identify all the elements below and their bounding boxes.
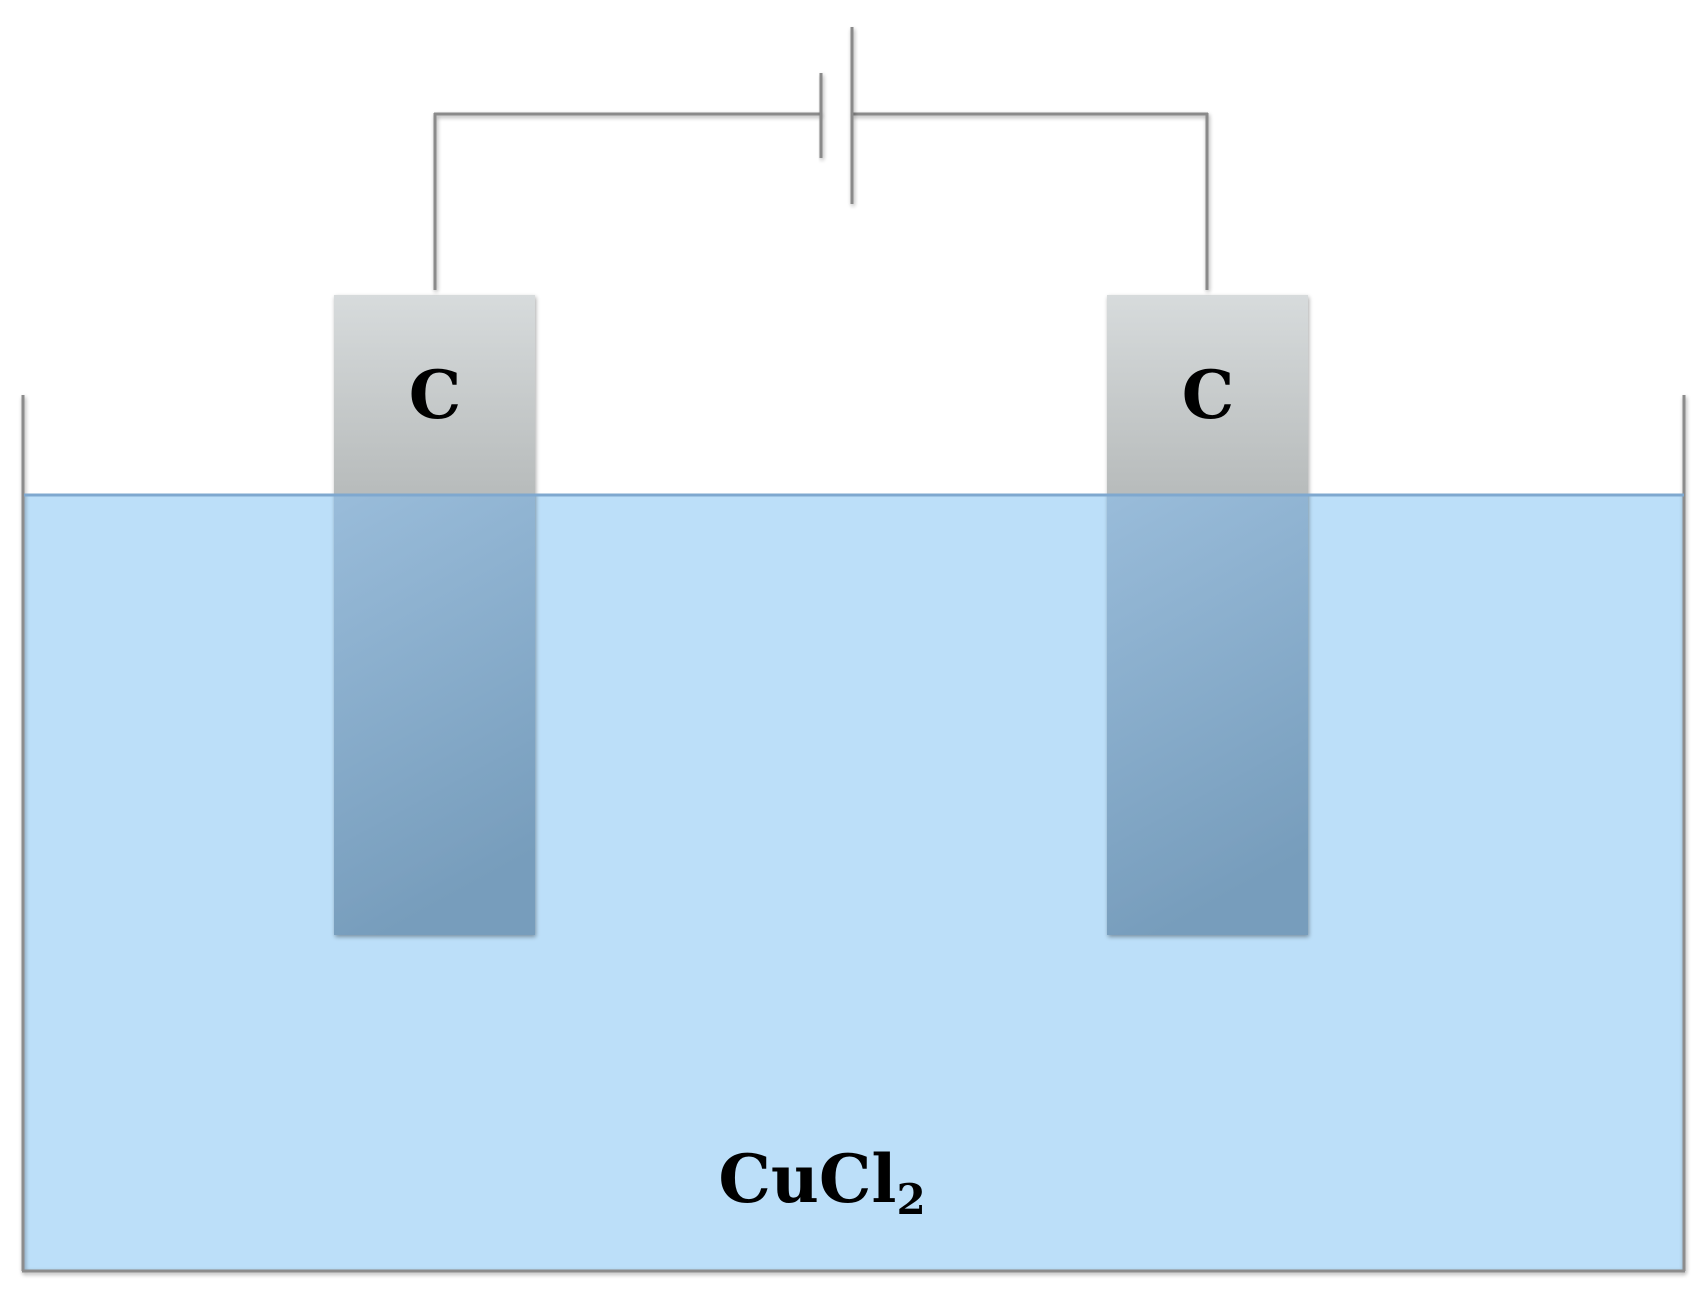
right-electrode-label: C [1182, 356, 1235, 434]
circuit-wires [433, 112, 1209, 290]
electrolyte-formula: CuCl2 [718, 1140, 925, 1224]
beaker [21, 395, 1686, 1273]
left-electrode [334, 295, 535, 935]
left-electrode-dry-part [334, 295, 535, 495]
left-electrode-label: C [409, 356, 462, 434]
right-electrode-dry-part [1107, 295, 1308, 495]
left-electrode-submerged-part [334, 495, 535, 935]
electrolyte-solution [24, 495, 1684, 1270]
electrolyte-formula-subscript: 2 [896, 1175, 925, 1224]
right-electrode-submerged-part [1107, 495, 1308, 935]
right-electrode [1107, 295, 1308, 935]
battery-icon [819, 27, 854, 204]
electrolyte-formula-main: CuCl [718, 1140, 896, 1218]
